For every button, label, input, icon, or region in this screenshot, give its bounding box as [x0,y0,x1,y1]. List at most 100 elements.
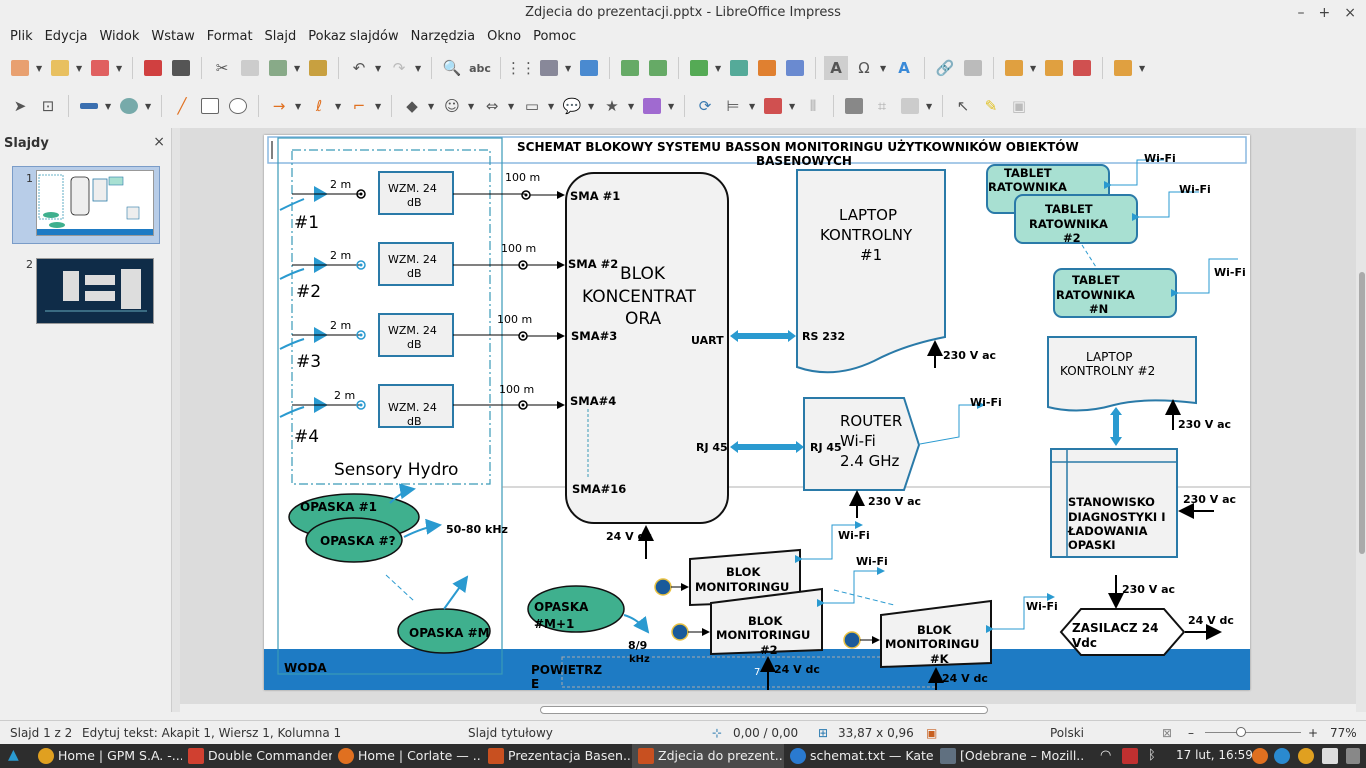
basic-shapes-icon[interactable]: ◆ [400,94,424,118]
display-views-icon[interactable] [537,56,561,80]
delete-slide-icon[interactable] [1070,56,1094,80]
show-draw-icon[interactable] [961,56,985,80]
rectangle-icon[interactable] [198,94,222,118]
slide-canvas[interactable]: SCHEMAT BLOKOWY SYSTEMU BASSON MONITORIN… [264,135,1250,690]
master-slide-icon[interactable] [577,56,601,80]
zoom-in-icon[interactable]: + [1308,726,1318,740]
chart-icon[interactable] [783,56,807,80]
task-item[interactable]: [Odebrane – Mozill... [934,744,1084,768]
chevron-down-icon[interactable]: ▼ [116,64,124,73]
image-icon[interactable] [727,56,751,80]
chevron-down-icon[interactable]: ▼ [565,64,573,73]
chevron-down-icon[interactable]: ▼ [1139,64,1147,73]
menu-plik[interactable]: Plik [4,26,39,48]
chevron-down-icon[interactable]: ▼ [548,102,556,111]
screenshot-icon[interactable] [1322,748,1338,764]
chevron-down-icon[interactable]: ▼ [588,102,596,111]
zoom-pan-icon[interactable]: ⊡ [36,94,60,118]
task-item[interactable]: Home | GPM S.A. -... [32,744,182,768]
cut-icon[interactable]: ✂ [210,56,234,80]
task-item[interactable]: Double Commander [182,744,332,768]
filter-icon[interactable] [898,94,922,118]
show-desktop-icon[interactable] [1346,748,1360,764]
chevron-down-icon[interactable]: ▼ [1030,64,1038,73]
align-icon[interactable]: ⊨ [721,94,745,118]
ellipse-icon[interactable] [226,94,250,118]
minimize-icon[interactable]: – [1298,0,1305,26]
flowchart-icon[interactable]: ▭ [520,94,544,118]
zoom-slider-handle[interactable] [1236,727,1246,737]
line-icon[interactable]: ╱ [170,94,194,118]
arrange-icon[interactable] [761,94,785,118]
bluetooth-icon[interactable]: ᛒ [1148,748,1156,763]
table-icon[interactable] [687,56,711,80]
task-item-active[interactable]: Zdjecia do prezent... [632,744,784,768]
toggle-extrusion-icon[interactable]: ▣ [1007,94,1031,118]
chevron-down-icon[interactable]: ▼ [668,102,676,111]
3d-objects-icon[interactable] [640,94,664,118]
new-document-icon[interactable] [8,56,32,80]
select-arrow-icon[interactable]: ➤ [8,94,32,118]
chevron-down-icon[interactable]: ▼ [628,102,636,111]
menu-okno[interactable]: Okno [481,26,527,48]
chevron-down-icon[interactable]: ▼ [468,102,476,111]
menu-slajd[interactable]: Slajd [259,26,303,48]
status-zoom[interactable]: 77% [1330,726,1357,740]
find-replace-icon[interactable]: 🔍 [440,56,464,80]
fill-color-icon[interactable] [117,94,141,118]
clock[interactable]: 17 lut, 16:59 [1176,748,1253,762]
curve-icon[interactable]: ℓ [307,94,331,118]
chevron-down-icon[interactable]: ▼ [375,102,383,111]
menu-edycja[interactable]: Edycja [39,26,94,48]
close-icon[interactable]: × [1344,0,1356,26]
chevron-down-icon[interactable]: ▼ [415,64,423,73]
status-layout[interactable]: Slajd tytułowy [468,726,553,740]
chevron-down-icon[interactable]: ▼ [335,102,343,111]
menu-wstaw[interactable]: Wstaw [145,26,200,48]
zoom-out-icon[interactable]: – [1188,726,1194,740]
crop-icon[interactable]: ⌗ [870,94,894,118]
spelling-icon[interactable]: abc [468,56,492,80]
redo-icon[interactable]: ↷ [387,56,411,80]
grid-icon[interactable]: ⋮⋮ [509,56,533,80]
connector-icon[interactable]: ⌐ [347,94,371,118]
print-icon[interactable] [169,56,193,80]
chevron-down-icon[interactable]: ▼ [926,102,934,111]
slide-thumbnail-1[interactable] [36,170,154,236]
chevron-down-icon[interactable]: ▼ [428,102,436,111]
fontwork-icon[interactable]: A [892,56,916,80]
fit-slide-icon[interactable]: ⊠ [1162,726,1172,740]
chevron-down-icon[interactable]: ▼ [508,102,516,111]
shadow-icon[interactable] [842,94,866,118]
media-icon[interactable] [755,56,779,80]
symbol-shapes-icon[interactable]: ☺ [440,94,464,118]
horizontal-scroll-thumb[interactable] [540,706,988,714]
new-slide-icon[interactable] [1002,56,1026,80]
points-icon[interactable]: ↖ [951,94,975,118]
open-folder-icon[interactable] [48,56,72,80]
menu-widok[interactable]: Widok [93,26,145,48]
slide-layout-icon[interactable] [1111,56,1135,80]
document-modified-icon[interactable]: ▣ [926,726,937,740]
chevron-down-icon[interactable]: ▼ [36,64,44,73]
rotate-icon[interactable]: ⟳ [693,94,717,118]
line-color-icon[interactable] [77,94,101,118]
status-language[interactable]: Polski [1050,726,1084,740]
hyperlink-icon[interactable]: 🔗 [933,56,957,80]
slide-thumbnail-2[interactable] [36,258,154,324]
notification-icon[interactable] [1122,748,1138,764]
chevron-down-icon[interactable]: ▼ [749,102,757,111]
arrow-line-icon[interactable]: → [267,94,291,118]
task-item[interactable]: Home | Corlate — ... [332,744,482,768]
menu-narzedzia[interactable]: Narzędzia [405,26,482,48]
chevron-down-icon[interactable]: ▼ [789,102,797,111]
block-arrows-icon[interactable]: ⇔ [480,94,504,118]
export-pdf-icon[interactable] [141,56,165,80]
start-current-icon[interactable] [646,56,670,80]
menu-pokaz[interactable]: Pokaz slajdów [302,26,404,48]
task-item[interactable]: Prezentacja Basen... [482,744,632,768]
wifi-icon[interactable]: ◠ [1100,748,1111,763]
chevron-down-icon[interactable]: ▼ [295,102,303,111]
firefox-icon[interactable] [1252,748,1268,764]
clone-formatting-icon[interactable] [306,56,330,80]
